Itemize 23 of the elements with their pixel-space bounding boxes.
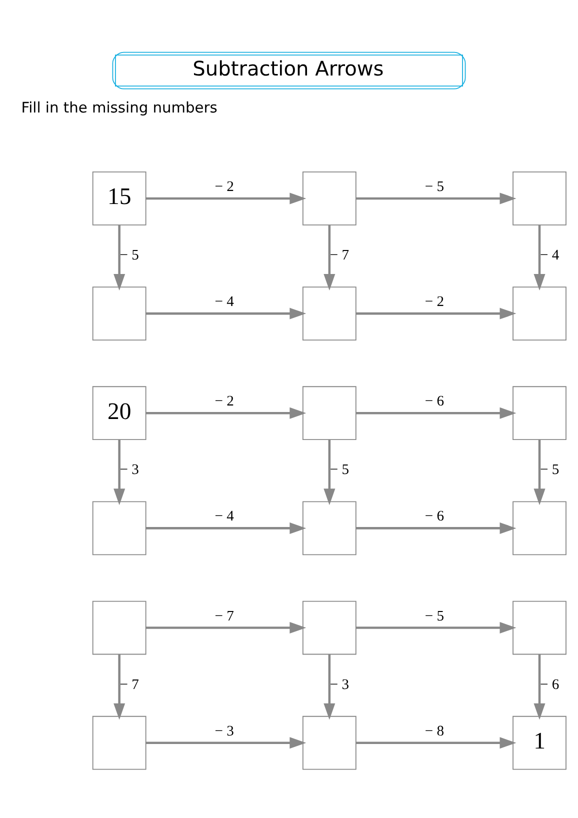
edge-label: − 2	[214, 178, 234, 195]
edge-label: − 3	[120, 462, 139, 478]
edge-label: − 6	[424, 394, 444, 410]
edge-label: − 5	[120, 247, 139, 264]
label: Fill in the missing numbers	[21, 99, 218, 116]
edge-label: − 4	[214, 508, 234, 525]
edge-label: − 5	[540, 462, 560, 478]
edge-label: − 6	[540, 676, 560, 693]
edge-label: − 6	[424, 508, 444, 525]
edge-label: − 5	[330, 462, 350, 478]
edge-label: − 7	[120, 676, 139, 693]
edge-label: − 7	[214, 608, 234, 624]
edge-label: − 2	[214, 394, 234, 410]
edge-label: − 7	[330, 247, 350, 264]
diagram-title: Subtraction Arrows	[192, 56, 384, 81]
edge-label: − 2	[424, 294, 444, 310]
edge-label: − 3	[330, 676, 350, 693]
edge-label: − 4	[540, 247, 560, 264]
edge-label: − 5	[424, 178, 444, 195]
edge-label: − 4	[214, 294, 234, 310]
edge-label: − 3	[214, 723, 234, 740]
edge-label: − 8	[424, 723, 444, 740]
edge-label: − 5	[424, 608, 444, 624]
